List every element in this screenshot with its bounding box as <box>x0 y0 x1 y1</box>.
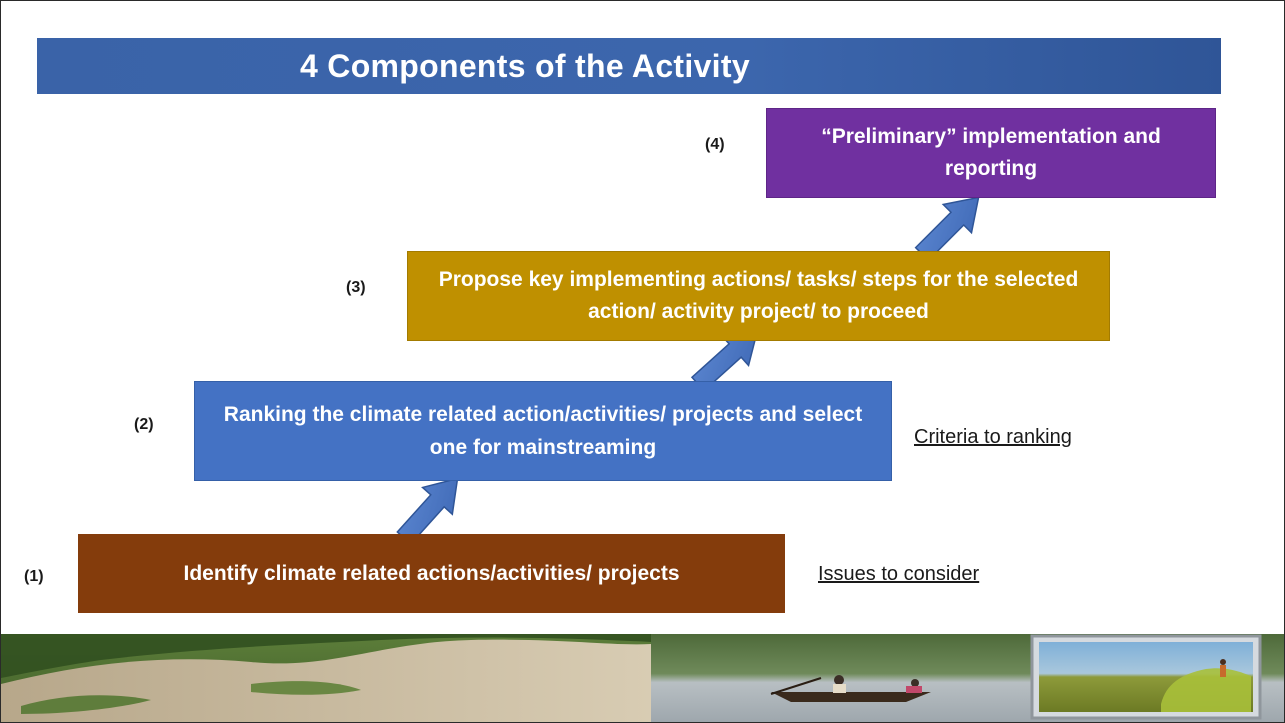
step-3-text: Propose key implementing actions/ tasks/… <box>438 268 1079 323</box>
step-2-box: Ranking the climate related action/activ… <box>194 381 892 481</box>
step-1-box: Identify climate related actions/activit… <box>78 534 785 613</box>
slide-title: 4 Components of the Activity <box>300 47 750 84</box>
connector-arrows <box>396 196 980 546</box>
step-4-number: (4) <box>705 136 725 153</box>
step-1-number: (1) <box>24 568 44 585</box>
river-photo <box>1 634 651 722</box>
step-3-number: (3) <box>346 279 366 296</box>
photo-strip <box>1 634 1284 722</box>
issues-to-consider-link[interactable]: Issues to consider <box>818 563 980 585</box>
step-2-text: Ranking the climate related action/activ… <box>223 403 863 459</box>
step-3-box: Propose key implementing actions/ tasks/… <box>407 251 1110 341</box>
step-2-number: (2) <box>134 416 154 433</box>
step-4-text: “Preliminary” implementation and reporti… <box>821 125 1161 180</box>
criteria-to-ranking-link[interactable]: Criteria to ranking <box>914 426 1072 448</box>
step-1-text: Identify climate related actions/activit… <box>183 561 680 585</box>
step-4-box: “Preliminary” implementation and reporti… <box>766 108 1216 198</box>
field-photo <box>1030 634 1262 720</box>
title-bar: 4 Components of the Activity <box>37 38 1221 94</box>
